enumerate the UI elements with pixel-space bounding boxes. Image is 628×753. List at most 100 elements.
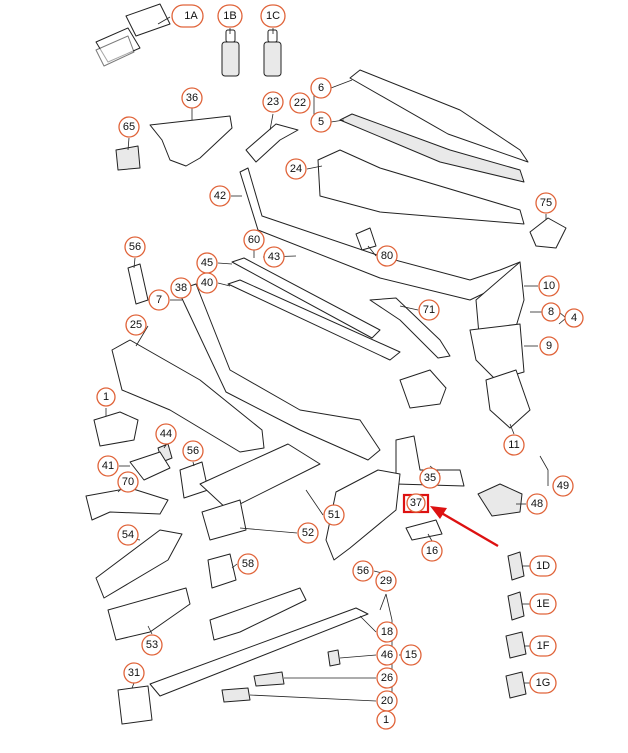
callout-53[interactable]: 53 <box>141 634 163 656</box>
part-36-bracket <box>149 115 233 167</box>
callout-25[interactable]: 25 <box>125 314 147 336</box>
svg-text:40: 40 <box>201 277 213 289</box>
svg-text:70: 70 <box>122 476 134 488</box>
callout-70[interactable]: 70 <box>117 471 139 493</box>
callout-80[interactable]: 80 <box>376 245 398 267</box>
callout-38[interactable]: 38 <box>170 277 192 299</box>
callout-65[interactable]: 65 <box>118 116 140 138</box>
svg-text:24: 24 <box>290 163 302 175</box>
callout-41[interactable]: 41 <box>97 455 119 477</box>
part-38-frame <box>177 283 381 461</box>
svg-text:44: 44 <box>160 428 172 440</box>
callout-42[interactable]: 42 <box>209 185 231 207</box>
svg-text:4: 4 <box>571 312 577 324</box>
highlight-arrow-head <box>430 506 447 519</box>
svg-text:56: 56 <box>357 565 369 577</box>
callout-44[interactable]: 44 <box>155 423 177 445</box>
callout-11[interactable]: 11 <box>503 434 525 456</box>
callout-56-low[interactable]: 56 <box>352 560 374 582</box>
callout-36[interactable]: 36 <box>181 87 203 109</box>
callout-29[interactable]: 29 <box>375 570 397 592</box>
part-1E-clip <box>507 591 525 621</box>
callout-75[interactable]: 75 <box>535 192 557 214</box>
callout-1-bottom[interactable]: 1 <box>376 710 396 730</box>
svg-text:58: 58 <box>242 558 254 570</box>
callout-1G[interactable]: 1G <box>529 672 557 694</box>
part-46-bolt <box>327 649 341 667</box>
callout-6[interactable]: 6 <box>310 77 332 99</box>
svg-text:1B: 1B <box>223 10 236 22</box>
svg-text:1G: 1G <box>536 677 551 689</box>
callout-60[interactable]: 60 <box>243 229 265 251</box>
svg-text:16: 16 <box>426 545 438 557</box>
callout-8[interactable]: 8 <box>541 302 561 322</box>
callout-23[interactable]: 23 <box>262 91 284 113</box>
callout-52[interactable]: 52 <box>297 522 319 544</box>
callout-40[interactable]: 40 <box>196 272 218 294</box>
part-54-member <box>95 529 183 599</box>
callout-5[interactable]: 5 <box>310 111 332 133</box>
part-45-strip <box>231 257 381 339</box>
svg-text:53: 53 <box>146 639 158 651</box>
callout-22[interactable]: 22 <box>289 92 311 114</box>
svg-text:49: 49 <box>557 480 569 492</box>
callout-1F[interactable]: 1F <box>529 635 557 657</box>
callout-56-mid[interactable]: 56 <box>182 440 204 462</box>
svg-text:1A: 1A <box>184 10 198 22</box>
svg-text:1C: 1C <box>266 10 280 22</box>
callout-31[interactable]: 31 <box>123 662 145 684</box>
callout-1A[interactable]: 1A <box>171 4 204 28</box>
callout-43[interactable]: 43 <box>263 246 285 268</box>
callout-1-left[interactable]: 1 <box>96 387 116 407</box>
callout-56-top[interactable]: 56 <box>124 236 146 258</box>
svg-text:56: 56 <box>187 445 199 457</box>
svg-text:31: 31 <box>128 667 140 679</box>
callout-1C[interactable]: 1C <box>260 4 286 28</box>
callout-24[interactable]: 24 <box>285 158 307 180</box>
callout-51[interactable]: 51 <box>323 504 345 526</box>
callout-45[interactable]: 45 <box>196 252 218 274</box>
callout-48[interactable]: 48 <box>526 493 548 515</box>
callout-54[interactable]: 54 <box>117 524 139 546</box>
part-1-bracket <box>93 411 139 447</box>
callout-71[interactable]: 71 <box>418 299 440 321</box>
part-65-clip <box>115 145 141 171</box>
svg-text:51: 51 <box>328 509 340 521</box>
callout-15[interactable]: 15 <box>400 644 422 666</box>
svg-text:46: 46 <box>381 649 393 661</box>
svg-text:52: 52 <box>302 527 314 539</box>
callout-49[interactable]: 49 <box>552 475 574 497</box>
callout-1E[interactable]: 1E <box>529 593 557 615</box>
part-48-mount <box>477 483 523 517</box>
svg-text:1F: 1F <box>537 640 550 652</box>
callout-26[interactable]: 26 <box>376 667 398 689</box>
highlight-arrow <box>437 509 499 548</box>
callout-58[interactable]: 58 <box>237 553 259 575</box>
callout-9[interactable]: 9 <box>539 336 559 356</box>
svg-text:60: 60 <box>248 234 260 246</box>
callout-7[interactable]: 7 <box>148 289 170 311</box>
svg-text:8: 8 <box>548 306 554 318</box>
callout-20[interactable]: 20 <box>376 690 398 712</box>
svg-text:1: 1 <box>383 714 389 726</box>
callout-10[interactable]: 10 <box>538 275 560 297</box>
svg-text:18: 18 <box>381 626 393 638</box>
part-18-rail <box>149 607 369 697</box>
callout-4[interactable]: 4 <box>564 308 584 328</box>
callout-18[interactable]: 18 <box>376 621 398 643</box>
svg-text:9: 9 <box>546 340 552 352</box>
callout-1B[interactable]: 1B <box>217 4 243 28</box>
svg-text:6: 6 <box>318 82 324 94</box>
part-1A-gasket-2 <box>125 3 171 37</box>
svg-text:48: 48 <box>531 498 543 510</box>
callout-16[interactable]: 16 <box>421 540 443 562</box>
part-5-cowl-cover <box>339 113 525 183</box>
svg-text:15: 15 <box>405 649 417 661</box>
part-1C-tube <box>263 41 282 77</box>
part-70-member <box>85 487 169 521</box>
callout-46[interactable]: 46 <box>376 644 398 666</box>
callout-37[interactable]: 37 <box>406 493 426 513</box>
callout-35[interactable]: 35 <box>419 467 441 489</box>
callout-1D[interactable]: 1D <box>529 555 557 577</box>
